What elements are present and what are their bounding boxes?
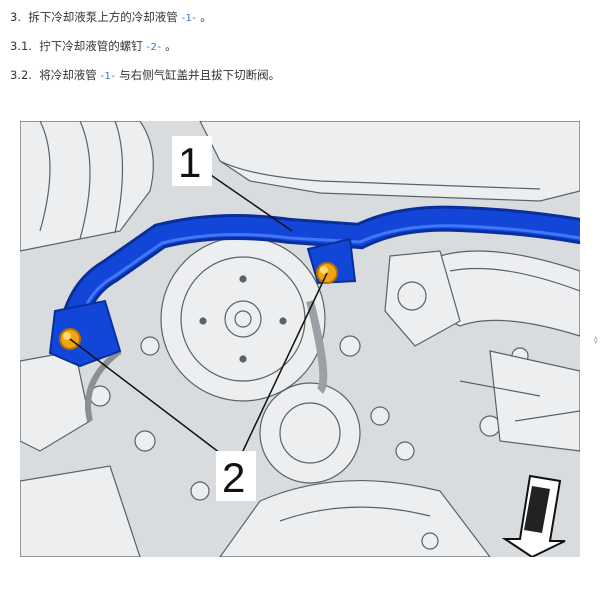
step-text-end: 。 — [200, 10, 212, 24]
step-3-1: 3.1. 拧下冷却液管的螺钉 -2- 。 — [10, 38, 177, 56]
step-number: 3.1. — [10, 39, 32, 53]
engine-illustration: 1 2 — [20, 121, 580, 557]
step-text: 将冷却液管 — [39, 68, 97, 82]
callout-1: 1 — [178, 139, 201, 186]
step-number: 3.2. — [10, 68, 32, 82]
step-3-2: 3.2. 将冷却液管 -1- 与右侧气缸盖并且拔下切断阀。 — [10, 67, 280, 85]
direction-arrow-icon — [501, 474, 566, 557]
callout-2: 2 — [222, 454, 245, 501]
step-text-end: 与右侧气缸盖并且拔下切断阀。 — [119, 68, 281, 82]
pipe-flange-left — [48, 299, 122, 368]
side-mark: ◊ — [594, 336, 598, 344]
part-reference: -1- — [181, 13, 197, 24]
step-3: 3. 拆下冷却液泵上方的冷却液管 -1- 。 — [10, 9, 212, 27]
step-number: 3. — [10, 10, 21, 24]
coolant-pipe — [60, 208, 580, 351]
engine-drawing: 1 2 — [20, 121, 580, 557]
part-reference: -2- — [146, 42, 162, 53]
step-text-end: 。 — [165, 39, 177, 53]
part-reference: -1- — [100, 71, 116, 82]
step-text: 拆下冷却液泵上方的冷却液管 — [28, 10, 178, 24]
step-text: 拧下冷却液管的螺钉 — [39, 39, 143, 53]
